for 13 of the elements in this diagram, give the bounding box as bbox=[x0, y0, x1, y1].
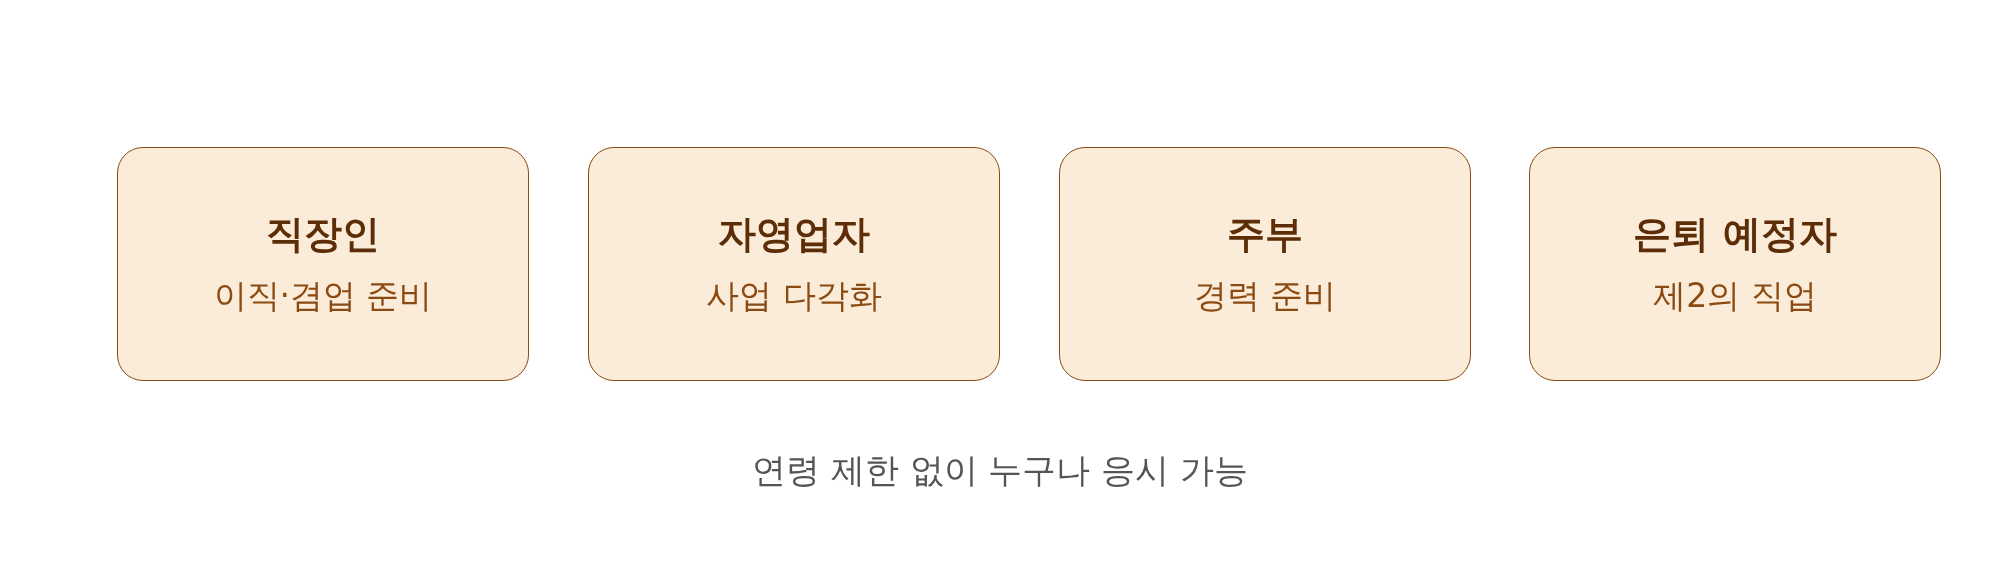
card-title: 직장인 bbox=[266, 211, 380, 258]
category-card bbox=[1059, 147, 1471, 381]
card-subtitle: 제2의 직업 bbox=[1653, 275, 1817, 317]
card-title: 은퇴 예정자 bbox=[1633, 211, 1837, 258]
card-subtitle: 경력 준비 bbox=[1193, 275, 1337, 317]
category-card bbox=[1529, 147, 1941, 381]
footnote-text: 연령 제한 없이 누구나 응시 가능 bbox=[751, 450, 1248, 490]
category-card bbox=[117, 147, 529, 381]
category-card bbox=[588, 147, 1000, 381]
card-title: 자영업자 bbox=[718, 211, 870, 258]
card-subtitle: 사업 다각화 bbox=[706, 275, 882, 317]
card-subtitle: 이직·겸업 준비 bbox=[213, 275, 433, 317]
card-title: 주부 bbox=[1227, 211, 1303, 258]
